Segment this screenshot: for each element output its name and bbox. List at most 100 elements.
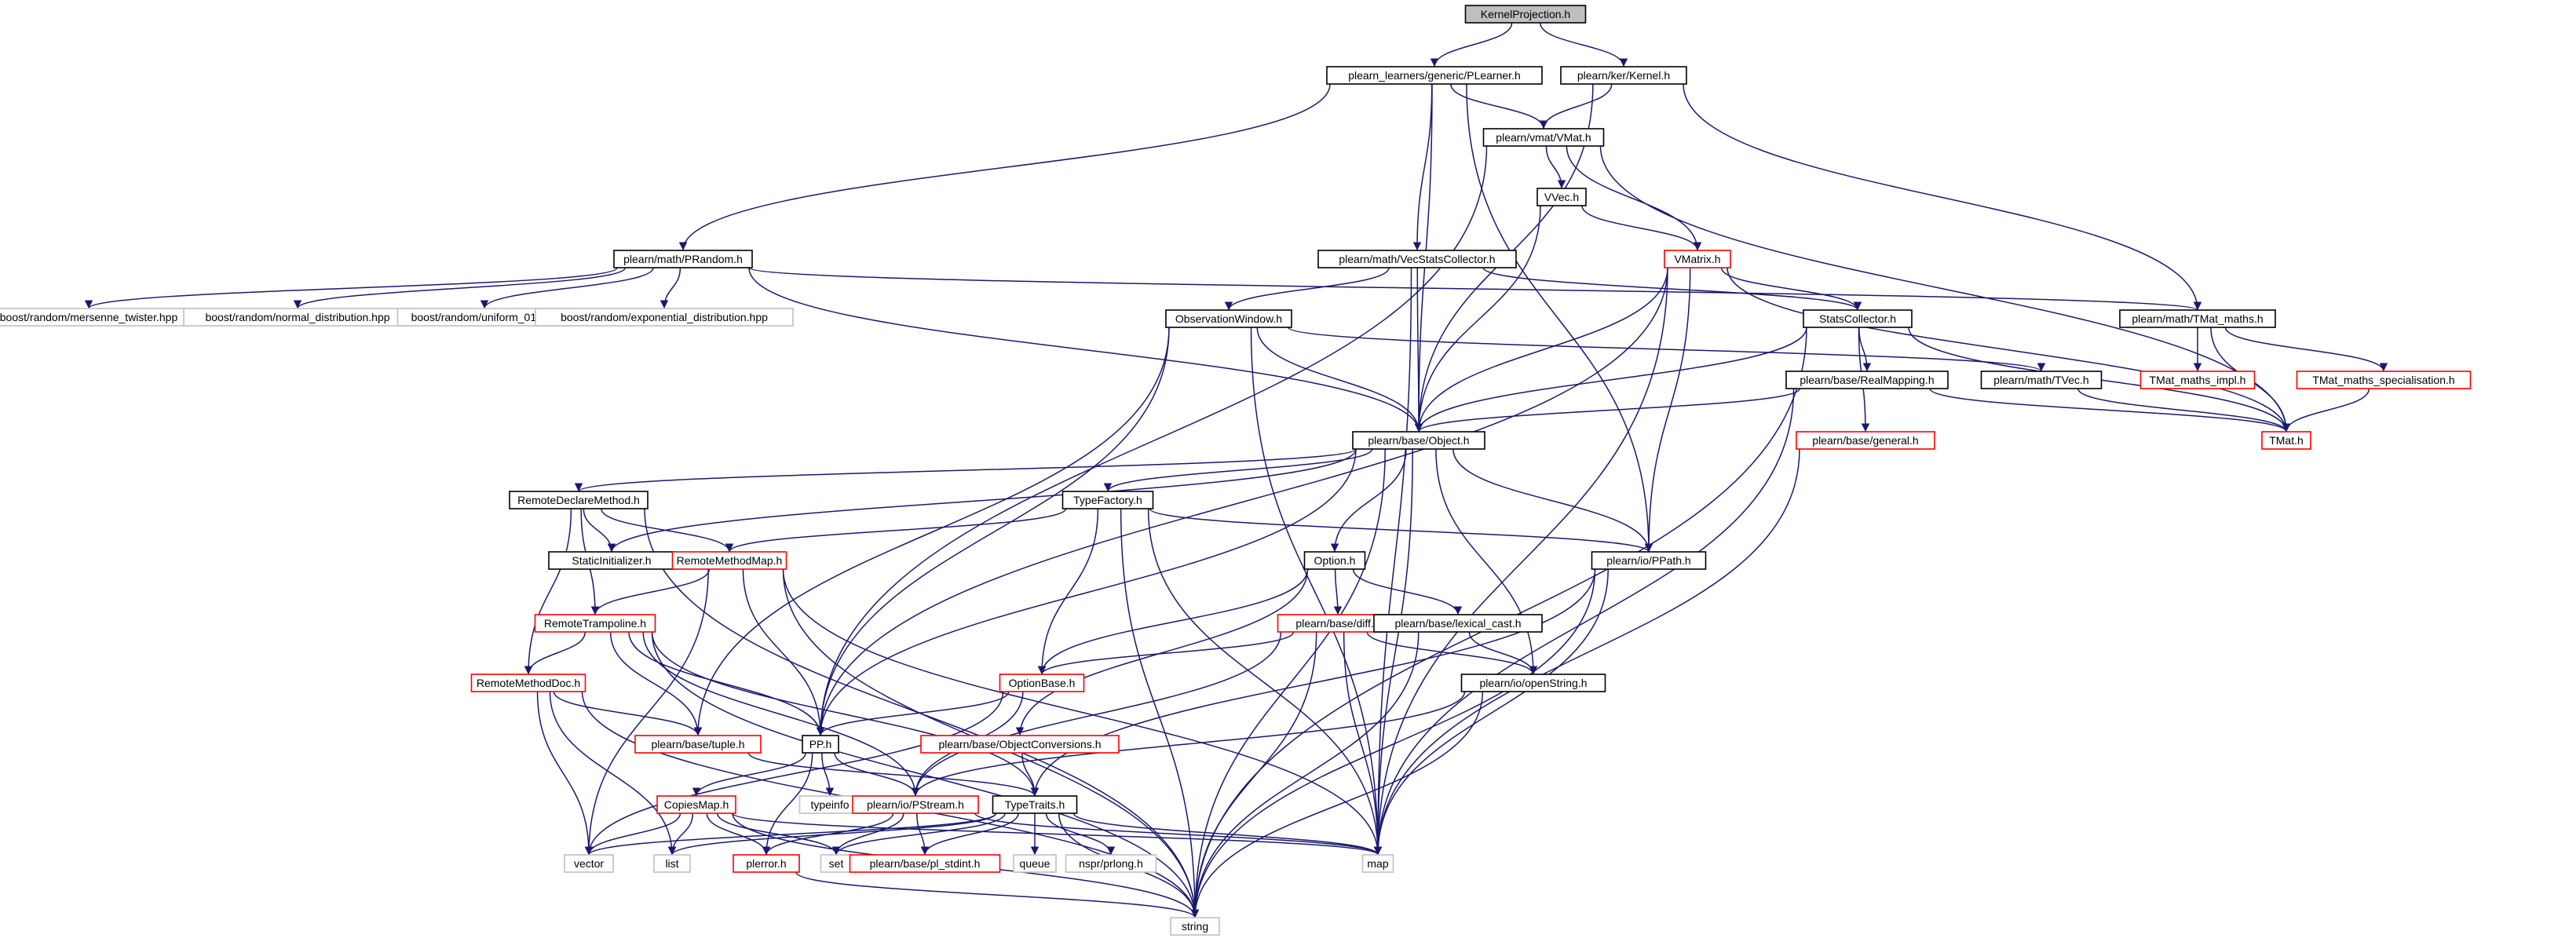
node-label: RemoteMethodMap.h xyxy=(677,554,783,567)
node-openstring[interactable]: plearn/io/openString.h xyxy=(1460,674,1606,692)
node-box[interactable] xyxy=(1664,250,1731,268)
node-set[interactable]: set xyxy=(820,854,853,873)
node-box[interactable] xyxy=(470,674,586,692)
node-box[interactable] xyxy=(1061,491,1154,509)
node-box[interactable] xyxy=(1361,854,1394,873)
node-box[interactable] xyxy=(733,854,800,873)
node-box[interactable] xyxy=(2261,431,2311,450)
node-box[interactable] xyxy=(671,551,787,570)
node-typeinfo[interactable]: typeinfo xyxy=(798,795,861,814)
node-lexical-cast[interactable]: plearn/base/lexical_cast.h xyxy=(1373,614,1543,633)
node-box[interactable] xyxy=(1464,5,1587,24)
node-box[interactable] xyxy=(1170,917,1220,936)
node-tmat-maths[interactable]: plearn/math/TMat_maths.h xyxy=(2119,309,2276,328)
node-exp-dist[interactable]: boost/random/exponential_distribution.hp… xyxy=(535,308,794,327)
node-queue[interactable]: queue xyxy=(1013,854,1057,873)
node-box[interactable] xyxy=(1460,674,1606,692)
node-vvec[interactable]: VVec.h xyxy=(1536,188,1587,206)
node-tmat-maths-impl[interactable]: TMat_maths_impl.h xyxy=(2139,371,2256,389)
node-box[interactable] xyxy=(534,614,656,633)
node-objectconversions[interactable]: plearn/base/ObjectConversions.h xyxy=(920,735,1120,754)
node-typetraits[interactable]: TypeTraits.h xyxy=(992,795,1078,814)
node-box[interactable] xyxy=(1317,250,1517,268)
node-remotedeclaremethod[interactable]: RemoteDeclareMethod.h xyxy=(509,491,649,509)
node-box[interactable] xyxy=(802,735,839,754)
node-tmat[interactable]: TMat.h xyxy=(2261,431,2311,450)
node-staticinitializer[interactable]: StaticInitializer.h xyxy=(548,551,675,570)
node-uniform01[interactable]: boost/random/uniform_01.hpp xyxy=(396,308,572,327)
node-plearner[interactable]: plearn_learners/generic/PLearner.h xyxy=(1326,66,1543,85)
edge-tuple-to-typetraits xyxy=(747,752,1040,797)
node-pstream[interactable]: plearn/io/PStream.h xyxy=(852,795,979,814)
node-box[interactable] xyxy=(1482,128,1605,147)
node-box[interactable] xyxy=(1796,431,1935,450)
node-box[interactable] xyxy=(1591,551,1707,570)
node-object[interactable]: plearn/base/Object.h xyxy=(1352,431,1485,450)
node-box[interactable] xyxy=(1352,431,1485,450)
edge-kernel-to-vmat xyxy=(1539,83,1613,130)
node-box[interactable] xyxy=(1065,854,1157,873)
node-box[interactable] xyxy=(1980,371,2103,389)
node-pp[interactable]: PP.h xyxy=(802,735,839,754)
node-vecstatscollector[interactable]: plearn/math/VecStatsCollector.h xyxy=(1317,250,1517,268)
edge-remotetrampoline-to-string xyxy=(651,631,1200,918)
node-tmat-maths-spec[interactable]: TMat_maths_specialisation.h xyxy=(2296,371,2472,389)
node-vmat[interactable]: plearn/vmat/VMat.h xyxy=(1482,128,1605,147)
node-box[interactable] xyxy=(849,854,1001,873)
node-mersenne[interactable]: boost/random/mersenne_twister.hpp xyxy=(0,308,195,327)
node-box[interactable] xyxy=(613,250,753,268)
node-vmatrix[interactable]: VMatrix.h xyxy=(1664,250,1731,268)
node-typefactory[interactable]: TypeFactory.h xyxy=(1061,491,1154,509)
edge-vmatrix-to-map xyxy=(1373,267,1668,856)
node-remotemethoddoc[interactable]: RemoteMethodDoc.h xyxy=(470,674,586,692)
node-remotemethodmap[interactable]: RemoteMethodMap.h xyxy=(671,551,787,570)
node-copiesmap[interactable]: CopiesMap.h xyxy=(656,795,736,814)
node-box[interactable] xyxy=(1803,309,1913,328)
node-option[interactable]: Option.h xyxy=(1303,551,1366,570)
node-ppath[interactable]: plearn/io/PPath.h xyxy=(1591,551,1707,570)
node-map[interactable]: map xyxy=(1361,854,1394,873)
node-box[interactable] xyxy=(509,491,649,509)
node-optionbase[interactable]: OptionBase.h xyxy=(999,674,1085,692)
node-box[interactable] xyxy=(634,735,762,754)
node-box[interactable] xyxy=(1536,188,1587,206)
node-box[interactable] xyxy=(2296,371,2472,389)
node-plerror[interactable]: plerror.h xyxy=(733,854,800,873)
node-general[interactable]: plearn/base/general.h xyxy=(1796,431,1935,450)
node-box[interactable] xyxy=(852,795,979,814)
node-box[interactable] xyxy=(992,795,1078,814)
node-observationwindow[interactable]: ObservationWindow.h xyxy=(1165,309,1292,328)
node-box[interactable] xyxy=(1785,371,1949,389)
edge-option-to-diff xyxy=(1333,568,1343,615)
node-label: plerror.h xyxy=(746,857,786,870)
node-box[interactable] xyxy=(1013,854,1057,873)
node-remotetrampoline[interactable]: RemoteTrampoline.h xyxy=(534,614,656,633)
node-box[interactable] xyxy=(1326,66,1543,85)
node-box[interactable] xyxy=(920,735,1120,754)
node-kernelprojection[interactable]: KernelProjection.h xyxy=(1464,5,1587,24)
node-vector[interactable]: vector xyxy=(564,854,614,873)
node-box[interactable] xyxy=(1373,614,1543,633)
node-box[interactable] xyxy=(1303,551,1366,570)
node-list[interactable]: list xyxy=(653,854,691,873)
node-box[interactable] xyxy=(999,674,1085,692)
node-box[interactable] xyxy=(2119,309,2276,328)
node-kernel[interactable]: plearn/ker/Kernel.h xyxy=(1560,66,1687,85)
node-box[interactable] xyxy=(1560,66,1687,85)
node-nspr[interactable]: nspr/prlong.h xyxy=(1065,854,1157,873)
node-box[interactable] xyxy=(656,795,736,814)
node-box[interactable] xyxy=(535,308,794,327)
node-normal-dist[interactable]: boost/random/normal_distribution.hpp xyxy=(183,308,412,327)
node-tuple[interactable]: plearn/base/tuple.h xyxy=(634,735,762,754)
node-pl-stdint[interactable]: plearn/base/pl_stdint.h xyxy=(849,854,1001,873)
node-box[interactable] xyxy=(653,854,691,873)
node-box[interactable] xyxy=(1165,309,1292,328)
node-realmapping[interactable]: plearn/base/RealMapping.h xyxy=(1785,371,1949,389)
node-prandom[interactable]: plearn/math/PRandom.h xyxy=(613,250,753,268)
node-box[interactable] xyxy=(2139,371,2256,389)
node-tvec[interactable]: plearn/math/TVec.h xyxy=(1980,371,2103,389)
node-box[interactable] xyxy=(564,854,614,873)
node-statscollector[interactable]: StatsCollector.h xyxy=(1803,309,1913,328)
node-string[interactable]: string xyxy=(1170,917,1220,936)
edge-vecstatscollector-to-object xyxy=(1414,267,1423,433)
